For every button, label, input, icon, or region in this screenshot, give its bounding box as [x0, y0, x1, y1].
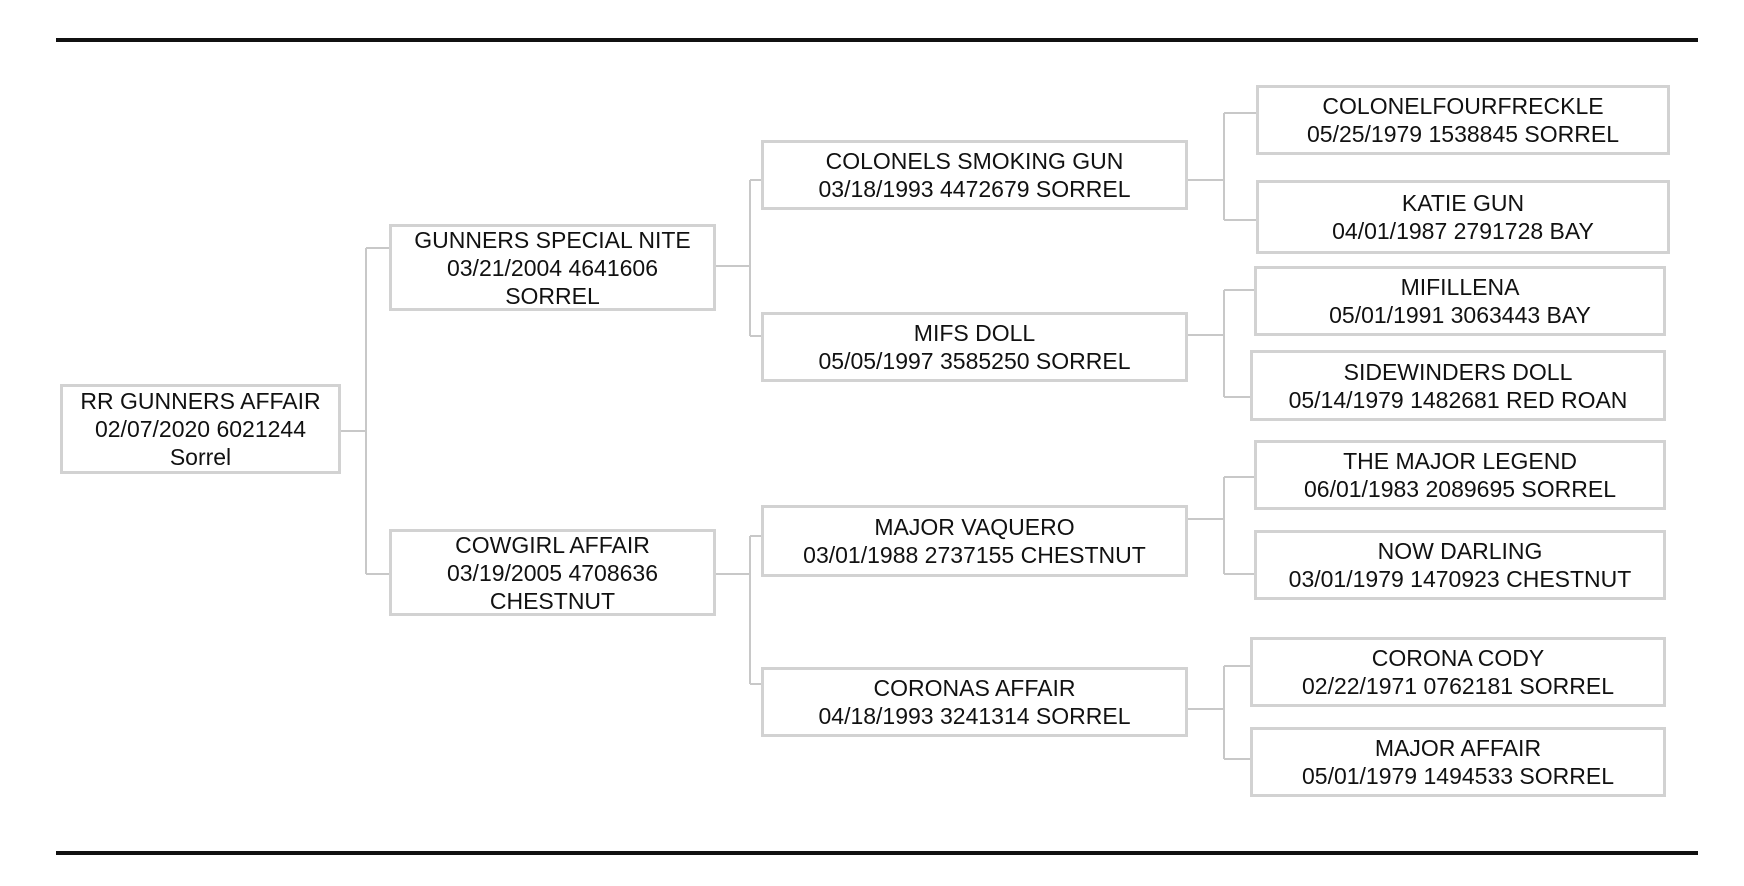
pedigree-node-ggen: MIFILLENA 05/01/1991 3063443 BAY	[1254, 266, 1666, 336]
horse-name: SIDEWINDERS DOLL	[1343, 358, 1573, 385]
pedigree-node-ggen: KATIE GUN 04/01/1987 2791728 BAY	[1256, 180, 1670, 254]
horse-details: 05/01/1991 3063443 BAY	[1329, 302, 1591, 328]
pedigree-node-ggen: MAJOR AFFAIR 05/01/1979 1494533 SORREL	[1250, 727, 1666, 797]
horse-details: 05/25/1979 1538845 SORREL	[1306, 121, 1620, 147]
horse-details: 04/18/1993 3241314 SORREL	[818, 703, 1131, 729]
horse-details: 05/14/1979 1482681 RED ROAN	[1288, 386, 1628, 413]
horse-details: 05/05/1997 3585250 SORREL	[818, 348, 1131, 374]
pedigree-node-sire-sire: COLONELS SMOKING GUN 03/18/1993 4472679 …	[761, 140, 1188, 210]
horse-details: 03/19/2005 4708636	[446, 559, 659, 586]
horse-name: COWGIRL AFFAIR	[455, 531, 650, 558]
pedigree-node-dam-dam: CORONAS AFFAIR 04/18/1993 3241314 SORREL	[761, 667, 1188, 737]
horse-name: COLONELS SMOKING GUN	[825, 148, 1124, 174]
horse-name: RR GUNNERS AFFAIR	[80, 388, 321, 414]
horse-name: KATIE GUN	[1401, 190, 1525, 216]
pedigree-node-ggen: COLONELFOURFRECKLE 05/25/1979 1538845 SO…	[1256, 85, 1670, 155]
horse-name: NOW DARLING	[1377, 538, 1543, 564]
horse-name: MIFS DOLL	[913, 320, 1036, 346]
horse-details: 06/01/1983 2089695 SORREL	[1303, 476, 1617, 502]
horse-color: Sorrel	[169, 444, 232, 470]
horse-details: 03/18/1993 4472679 SORREL	[818, 176, 1131, 202]
horse-details: 04/01/1987 2791728 BAY	[1332, 218, 1594, 244]
pedigree-node-ggen: CORONA CODY 02/22/1971 0762181 SORREL	[1250, 637, 1666, 707]
horse-name: GUNNERS SPECIAL NITE	[414, 226, 691, 253]
top-rule	[56, 38, 1698, 42]
pedigree-node-dam-sire: MAJOR VAQUERO 03/01/1988 2737155 CHESTNU…	[761, 505, 1188, 577]
horse-name: MIFILLENA	[1400, 274, 1520, 300]
horse-name: COLONELFOURFRECKLE	[1322, 93, 1604, 119]
pedigree-node-sire-dam: MIFS DOLL 05/05/1997 3585250 SORREL	[761, 312, 1188, 382]
bottom-rule	[56, 851, 1698, 855]
horse-details: 02/22/1971 0762181 SORREL	[1301, 673, 1615, 699]
horse-name: THE MAJOR LEGEND	[1343, 448, 1577, 474]
pedigree-node-ggen: NOW DARLING 03/01/1979 1470923 CHESTNUT	[1254, 530, 1666, 600]
horse-details: 05/01/1979 1494533 SORREL	[1301, 763, 1615, 789]
pedigree-node-subject: RR GUNNERS AFFAIR 02/07/2020 6021244 Sor…	[60, 384, 341, 474]
horse-name: CORONA CODY	[1371, 645, 1545, 671]
horse-color: CHESTNUT	[489, 587, 616, 614]
pedigree-node-sire: GUNNERS SPECIAL NITE 03/21/2004 4641606 …	[389, 224, 716, 311]
horse-name: MAJOR AFFAIR	[1374, 735, 1542, 761]
horse-details: 03/21/2004 4641606	[446, 254, 659, 281]
pedigree-node-ggen: THE MAJOR LEGEND 06/01/1983 2089695 SORR…	[1254, 440, 1666, 510]
horse-details: 03/01/1988 2737155 CHESTNUT	[803, 542, 1146, 568]
horse-name: CORONAS AFFAIR	[873, 675, 1076, 701]
horse-name: MAJOR VAQUERO	[874, 514, 1075, 540]
horse-details: 02/07/2020 6021244	[94, 416, 307, 442]
horse-details: 03/01/1979 1470923 CHESTNUT	[1288, 566, 1632, 592]
pedigree-node-ggen: SIDEWINDERS DOLL 05/14/1979 1482681 RED …	[1250, 350, 1666, 421]
pedigree-node-dam: COWGIRL AFFAIR 03/19/2005 4708636 CHESTN…	[389, 529, 716, 616]
horse-color: SORREL	[505, 282, 600, 309]
